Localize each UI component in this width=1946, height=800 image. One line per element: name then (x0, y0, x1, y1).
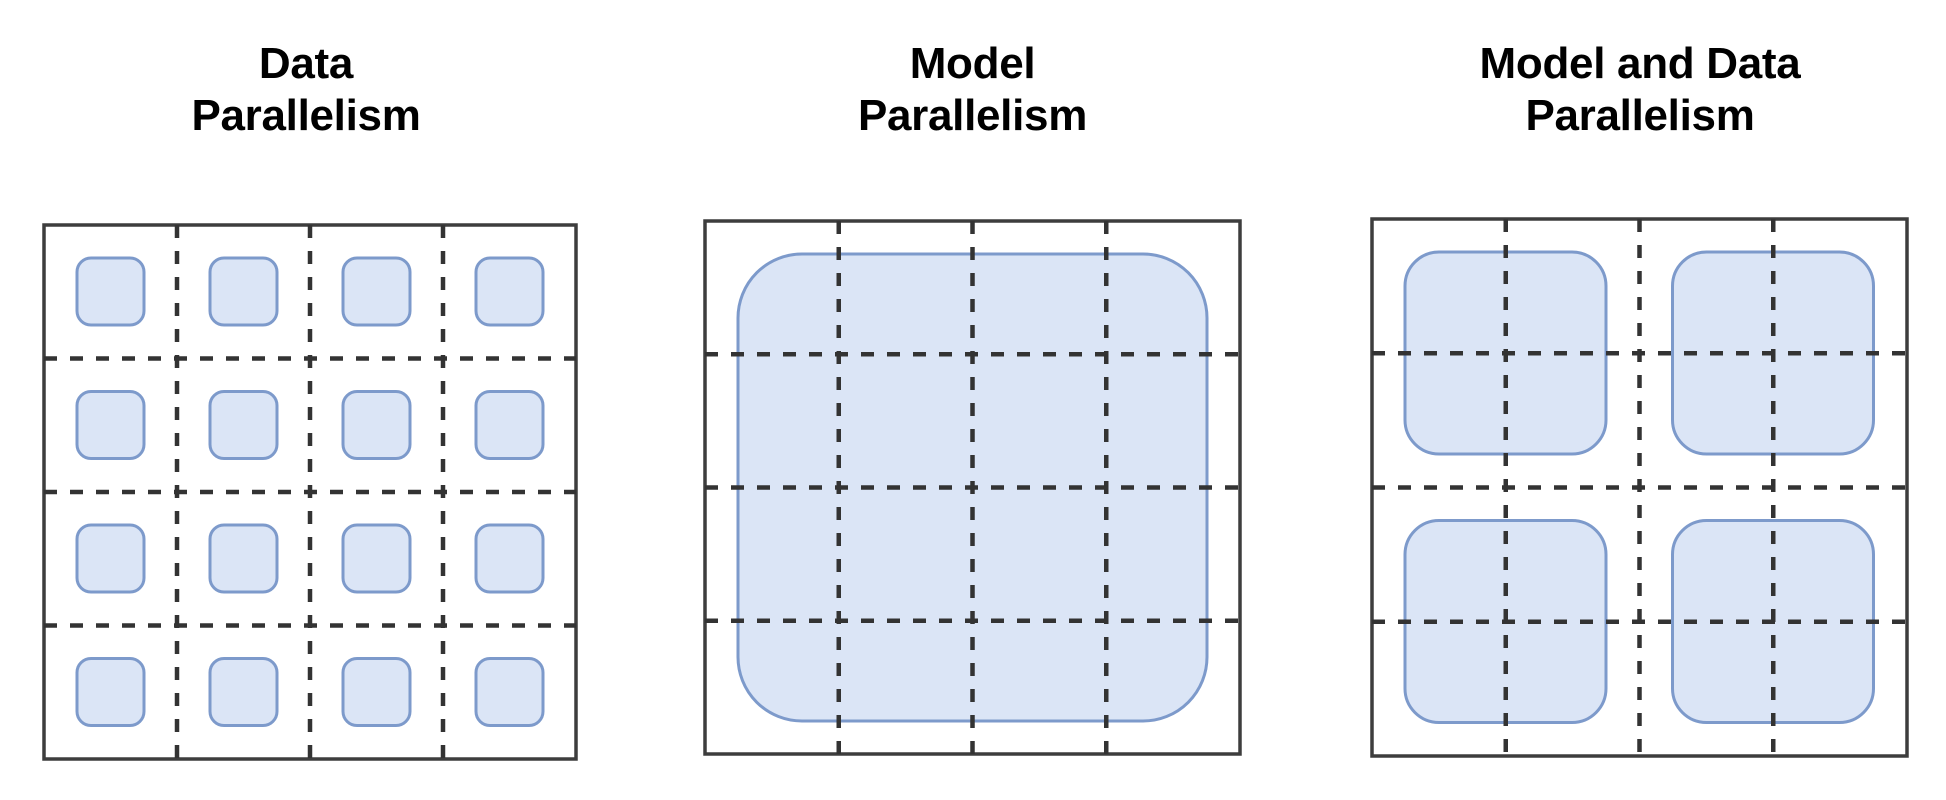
block (208, 390, 279, 460)
block (75, 390, 146, 460)
block (75, 523, 146, 594)
panel-data-parallelism: Data Parallelism (20, 38, 592, 778)
panel-figure-data-parallelism (40, 221, 580, 763)
block (341, 390, 412, 460)
block (474, 657, 545, 727)
block (208, 256, 279, 327)
model-and-data-parallelism-svg (1370, 217, 1909, 758)
grid-lines (705, 221, 1240, 754)
block-group (75, 256, 545, 727)
model-parallelism-svg (703, 219, 1242, 756)
panel-model-and-data-parallelism: Model and Data Parallelism (1340, 38, 1940, 778)
grid-lines (1372, 219, 1907, 756)
data-parallelism-svg (42, 223, 578, 761)
block (474, 390, 545, 460)
panel-title-model-parallelism: Model Parallelism (857, 39, 1088, 140)
panel-title-model-and-data-parallelism: Model and Data Parallelism (1479, 39, 1801, 140)
panel-title-data-parallelism: Data Parallelism (191, 39, 421, 140)
panel-figure-model-and-data-parallelism (1368, 215, 1911, 760)
block (341, 657, 412, 727)
grid-lines (44, 225, 576, 759)
panel-model-parallelism: Model Parallelism (685, 38, 1260, 778)
block (75, 657, 146, 727)
block (75, 256, 146, 327)
block (341, 256, 412, 327)
block (341, 523, 412, 594)
block (474, 523, 545, 594)
block (208, 523, 279, 594)
block (208, 657, 279, 727)
panel-figure-model-parallelism (701, 217, 1244, 758)
block (474, 256, 545, 327)
